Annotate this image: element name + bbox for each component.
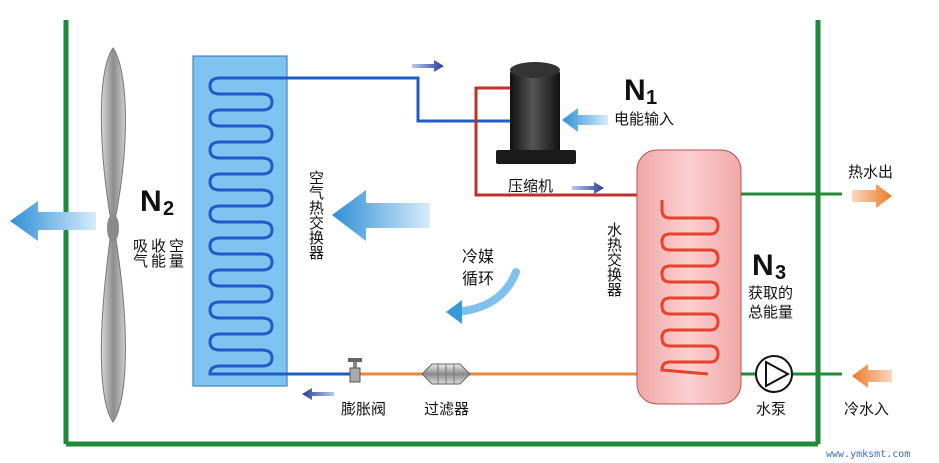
water-exchanger-label: 水热交换器	[605, 222, 623, 297]
svg-text:总能量: 总能量	[748, 303, 793, 321]
n1-label: N 1 电能输入	[614, 74, 674, 128]
svg-text:N: N	[624, 74, 646, 107]
air-heat-exchanger	[192, 55, 288, 387]
compressor-icon	[496, 62, 576, 164]
n3-label: N 3 获取的 总能量	[748, 249, 793, 321]
expansion-valve-label: 膨胀阀	[341, 400, 386, 418]
refrigerant-label-line2: 循环	[462, 269, 494, 288]
svg-text:N: N	[140, 185, 162, 218]
filter-label: 过滤器	[424, 400, 469, 418]
refrigerant-label-line1: 冷媒	[462, 247, 494, 266]
watermark: www.ymksmt.com	[826, 449, 910, 460]
air-exchanger-label: 空气热交换器	[307, 170, 325, 260]
n2-col3: 空量	[167, 238, 185, 268]
n2-label: N 2 吸气 收能 空量	[131, 185, 185, 269]
flow-arrow-icon	[302, 60, 604, 400]
fan-icon	[100, 47, 126, 423]
svg-text:1: 1	[646, 87, 657, 109]
energy-input-arrow-icon	[562, 108, 608, 132]
filter-icon	[421, 363, 471, 385]
svg-text:2: 2	[163, 198, 174, 220]
water-pipes	[741, 192, 842, 376]
exhaust-air-arrow-icon	[10, 201, 96, 241]
svg-text:3: 3	[775, 262, 786, 284]
cold-water-in-arrow-icon	[852, 364, 892, 388]
svg-text:电能输入: 电能输入	[614, 110, 674, 128]
svg-text:N: N	[752, 249, 774, 282]
air-intake-arrow-icon	[332, 190, 430, 241]
pump-label: 水泵	[756, 400, 786, 418]
water-heat-exchanger	[636, 149, 742, 405]
hot-water-out-arrow-icon	[852, 184, 892, 208]
hot-water-out-label: 热水出	[848, 163, 893, 181]
n2-col2: 收能	[149, 238, 167, 269]
refrigerant-cycle-arrow-icon	[446, 268, 520, 324]
n2-col1: 吸气	[131, 238, 149, 268]
cold-water-in-label: 冷水入	[844, 400, 889, 418]
compressor-label: 压缩机	[508, 177, 553, 195]
suction-pipe	[288, 76, 510, 123]
pump-icon	[755, 355, 793, 393]
expansion-valve-icon	[348, 358, 362, 383]
svg-text:获取的: 获取的	[748, 284, 793, 302]
